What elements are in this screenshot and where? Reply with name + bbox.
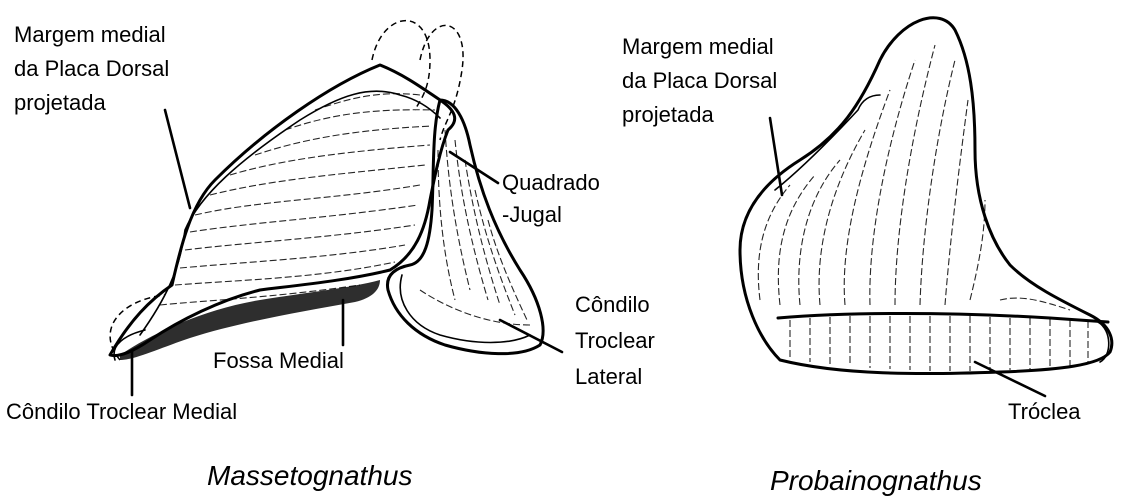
label-trochlea: Tróclea xyxy=(1008,399,1081,424)
label-medial-condyle: Côndilo Troclear Medial xyxy=(6,399,237,424)
label-medial-margin-left-line2: da Placa Dorsal xyxy=(14,56,169,81)
label-medial-margin-left-line1: Margem medial xyxy=(14,22,166,47)
caption-probainognathus: Probainognathus xyxy=(770,465,982,496)
labels-left: Margem medial da Placa Dorsal projetada … xyxy=(6,22,655,491)
label-medial-margin-right-line3: projetada xyxy=(622,102,715,127)
labels-right: Margem medial da Placa Dorsal projetada … xyxy=(622,34,1081,496)
label-lateral-condyle-line3: Lateral xyxy=(575,364,642,389)
leader-lateral-condyle xyxy=(500,320,562,352)
label-medial-margin-right-line2: da Placa Dorsal xyxy=(622,68,777,93)
probainognathus-quadrate-illustration xyxy=(740,18,1112,374)
label-lateral-condyle-line1: Côndilo xyxy=(575,292,650,317)
label-medial-margin-left-line3: projetada xyxy=(14,90,107,115)
label-quadrate-jugal-line1: Quadrado xyxy=(502,170,600,195)
leader-trochlea xyxy=(975,362,1045,396)
label-lateral-condyle-line2: Troclear xyxy=(575,328,655,353)
label-medial-margin-right-line1: Margem medial xyxy=(622,34,774,59)
label-medial-fossa: Fossa Medial xyxy=(213,348,344,373)
leader-medial-margin-left xyxy=(165,110,190,208)
massetognathus-quadrate-illustration xyxy=(110,21,543,360)
label-quadrate-jugal-line2: -Jugal xyxy=(502,202,562,227)
caption-massetognathus: Massetognathus xyxy=(207,460,412,491)
